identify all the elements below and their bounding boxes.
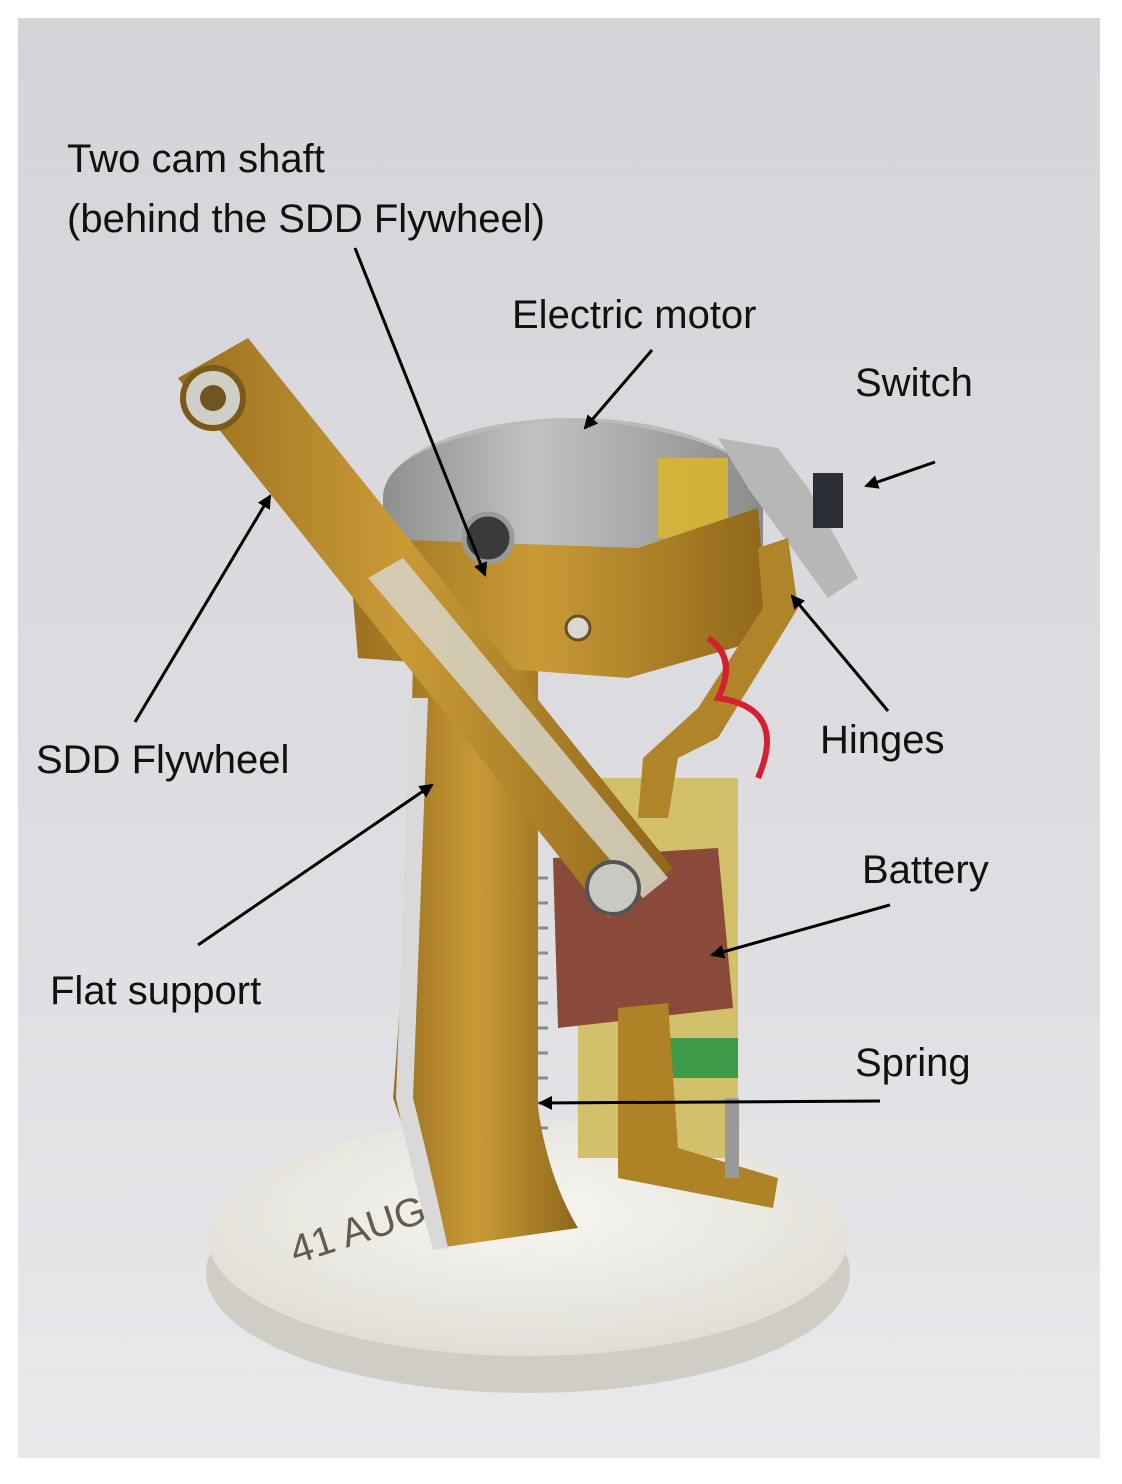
label-cam-shaft-line1: Two cam shaft [67,137,325,181]
right-bracket [618,1003,778,1208]
cam-shaft-bearing [461,511,515,565]
label-sdd-flywheel: SDD Flywheel [36,738,290,782]
flywheel-bottom-nut [585,860,641,916]
sdd-flywheel-highlight [368,558,668,898]
device-photo: 41 AUG · 100A [18,18,1100,1458]
red-wire [706,635,770,780]
label-flat-support: Flat support [50,969,262,1013]
screw [564,614,592,642]
label-cam-shaft-line2: (behind the SDD Flywheel) [67,197,545,241]
label-battery: Battery [862,848,989,892]
label-spring: Spring [855,1041,971,1085]
switch-plate [718,438,858,598]
label-electric-motor: Electric motor [512,293,757,337]
bolt [725,1098,739,1178]
flywheel-top-bushing-hole [200,385,226,411]
switch-knob [813,473,843,528]
label-switch: Switch [855,361,973,405]
label-hinges: Hinges [820,718,945,762]
hinge-arm [638,538,798,818]
device-illustration: 41 AUG · 100A [18,18,1100,1458]
